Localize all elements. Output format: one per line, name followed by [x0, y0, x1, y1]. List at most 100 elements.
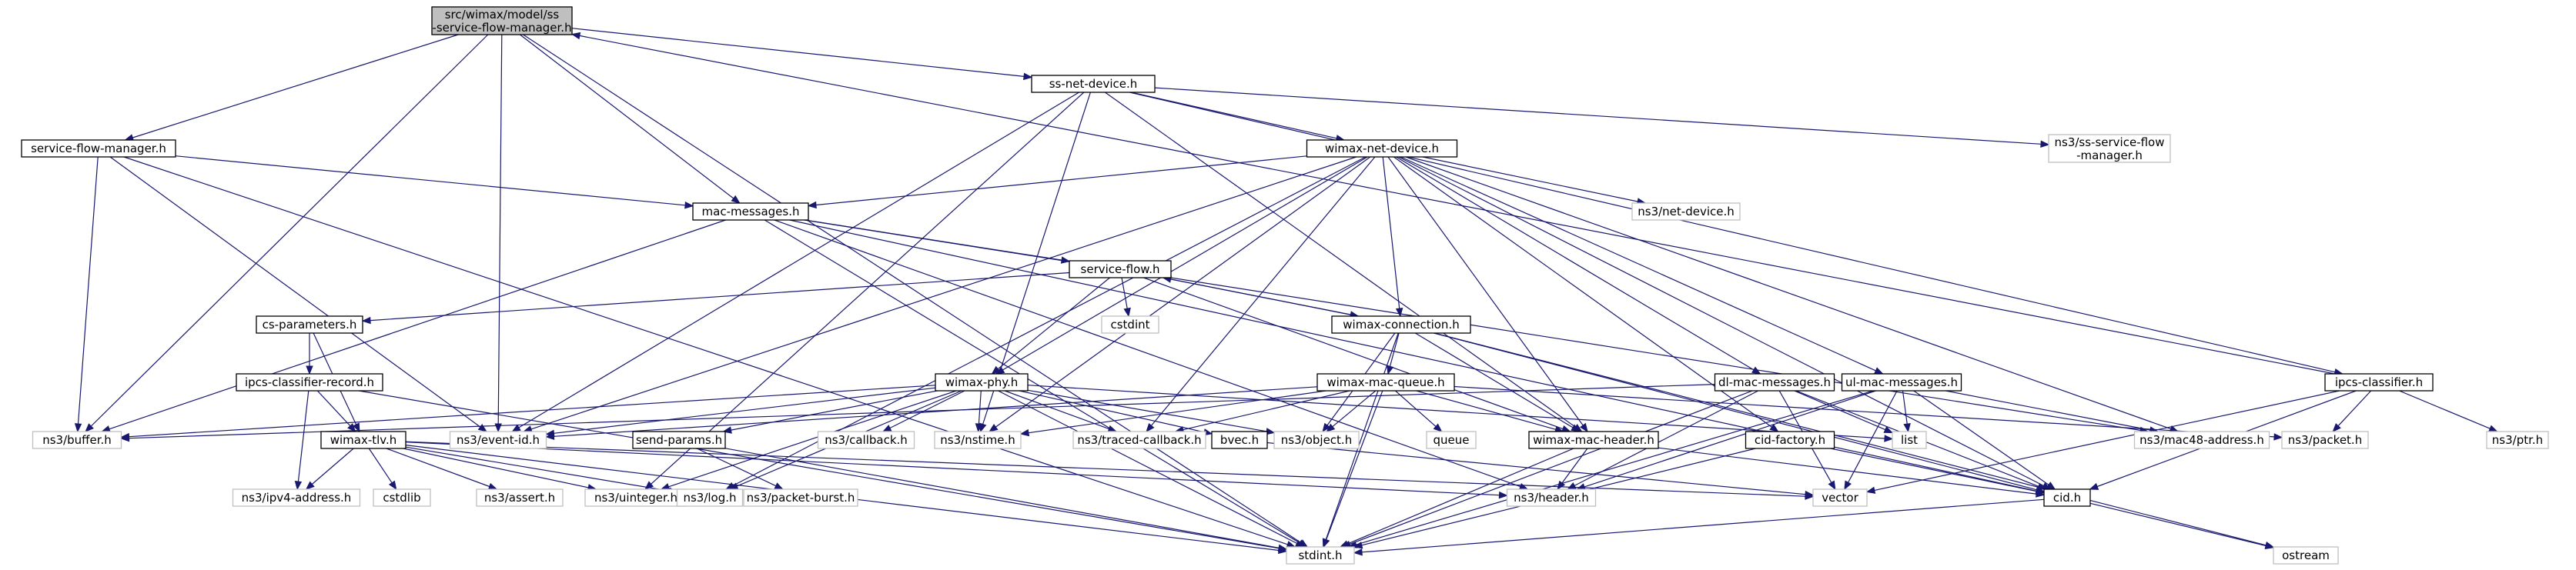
node-sflow[interactable]: service-flow.h: [1069, 260, 1172, 278]
edge-arrowhead: [882, 425, 892, 432]
edge-line: [1349, 390, 1753, 545]
edge-sfm-to-eventid: [109, 156, 487, 432]
edge-arrowhead: [1395, 308, 1403, 318]
node-label: cid.h: [2053, 491, 2081, 505]
node-box: [2281, 431, 2369, 449]
edge-arrowhead: [1146, 422, 1155, 433]
edge-line: [1387, 156, 1584, 426]
edge-line: [132, 34, 459, 138]
node-label: ss-net-device.h: [1049, 77, 1138, 91]
node-box: [1101, 315, 1159, 334]
node-assert: ns3/assert.h: [476, 488, 564, 507]
edge-line: [1028, 390, 1326, 434]
edge-arrowhead: [494, 423, 502, 433]
edge-line: [1658, 447, 2037, 495]
node-label: wimax-net-device.h: [1325, 142, 1439, 155]
edge-line: [520, 34, 734, 199]
edge-line: [579, 35, 2336, 375]
edge-wmq-to-wmh: [1416, 390, 1564, 433]
edge-arrowhead: [545, 432, 555, 441]
node-cidf[interactable]: cid-factory.h: [1745, 431, 1835, 449]
edge-wtlv-to-assert: [386, 448, 498, 490]
node-label: wimax-tlv.h: [330, 433, 397, 447]
edge-line: [129, 385, 936, 438]
node-box: [1714, 373, 1835, 392]
edge-wnd-to-wmh: [1387, 156, 1588, 433]
edge-line: [668, 390, 957, 488]
edge-arrowhead: [1322, 422, 1331, 433]
edge-arrowhead: [1884, 435, 1894, 442]
edge-line: [731, 390, 938, 431]
edge-wphy-to-nstime: [975, 390, 983, 433]
edge-line: [123, 156, 1288, 545]
edge-line: [1874, 390, 2340, 491]
edge-line: [1422, 156, 1638, 202]
edge-arrowhead: [1019, 428, 1030, 437]
node-box: [431, 6, 573, 35]
node-root[interactable]: src/wimax/model/ss-service-flow-manager.…: [431, 6, 573, 35]
edge-wtlv-to-uinteger: [403, 448, 597, 492]
edge-arrowhead: [388, 480, 397, 491]
edge-line: [554, 387, 936, 434]
edge-line: [1913, 390, 2049, 485]
edge-arrowhead: [294, 481, 303, 491]
node-wmq[interactable]: wimax-mac-queue.h: [1316, 373, 1455, 392]
edge-arrowhead: [807, 201, 817, 209]
edge-arrowhead: [2046, 482, 2056, 490]
node-wnd[interactable]: wimax-net-device.h: [1306, 139, 1458, 158]
node-wphy[interactable]: wimax-phy.h: [935, 373, 1029, 392]
node-box: [2324, 373, 2434, 392]
node-label: -service-flow-manager.h: [432, 21, 571, 35]
edge-wnd-to-eventid: [523, 156, 1357, 433]
node-dlmac[interactable]: dl-mac-messages.h: [1714, 373, 1835, 392]
node-ipcs[interactable]: ipcs-classifier.h: [2324, 373, 2434, 392]
edge-arrowhead: [1060, 256, 1071, 264]
node-label: wimax-mac-header.h: [1533, 433, 1654, 447]
node-box: [1306, 139, 1458, 158]
node-icr[interactable]: ipcs-classifier-record.h: [236, 373, 383, 392]
node-wtlv[interactable]: wimax-tlv.h: [320, 431, 406, 449]
node-label: ns3/object.h: [1281, 433, 1352, 447]
edge-line: [370, 272, 1070, 322]
edge-line: [518, 92, 1079, 428]
node-wconn[interactable]: wimax-connection.h: [1331, 315, 1471, 334]
edge-arrowhead: [1123, 307, 1131, 318]
edge-arrowhead: [1433, 423, 1443, 432]
edge-bvec-to-vector: [1266, 442, 1815, 498]
edge-line: [815, 155, 1307, 206]
edge-wmq-to-object: [1326, 390, 1377, 432]
node-label: ns3/ptr.h: [2492, 433, 2543, 447]
node-csparam[interactable]: cs-parameters.h: [256, 315, 363, 334]
edge-root-to-eventid: [494, 34, 503, 433]
node-sfm[interactable]: service-flow-manager.h: [21, 139, 176, 158]
node-bvec[interactable]: bvec.h: [1211, 431, 1268, 449]
edge-wphy-to-uinteger: [660, 390, 957, 491]
edge-line: [651, 92, 1085, 485]
node-macmsg[interactable]: mac-messages.h: [692, 202, 809, 221]
edge-line: [1154, 87, 2042, 145]
edge-arrowhead: [2332, 423, 2341, 432]
node-label: ns3/callback.h: [825, 433, 908, 447]
node-traced: ns3/traced-callback.h: [1072, 431, 1206, 449]
edge-line: [724, 448, 1280, 548]
edge-root-to-stdint: [523, 34, 1309, 548]
edge-line: [77, 156, 99, 425]
node-ulmac[interactable]: ul-mac-messages.h: [1841, 373, 1962, 392]
edge-arrowhead: [1557, 480, 1566, 491]
node-label: ns3/ss-service-flow: [2055, 135, 2165, 149]
node-box: [1286, 546, 1355, 565]
node-wmh[interactable]: wimax-mac-header.h: [1528, 431, 1659, 449]
edge-sflow-to-wconn: [1163, 277, 1360, 318]
node-label: wimax-mac-queue.h: [1326, 375, 1444, 389]
edge-arrowhead: [989, 424, 999, 432]
edge-arrowhead: [1883, 426, 1894, 434]
node-sendp[interactable]: send-params.h: [632, 431, 726, 449]
edge-line: [1151, 156, 1376, 426]
node-cid[interactable]: cid.h: [2043, 488, 2091, 507]
node-box: [1745, 431, 1835, 449]
edge-arrowhead: [1844, 480, 1852, 491]
edge-root-to-ssnd: [571, 28, 1033, 81]
node-ssnd[interactable]: ss-net-device.h: [1031, 75, 1156, 93]
node-label: wimax-phy.h: [945, 375, 1019, 389]
